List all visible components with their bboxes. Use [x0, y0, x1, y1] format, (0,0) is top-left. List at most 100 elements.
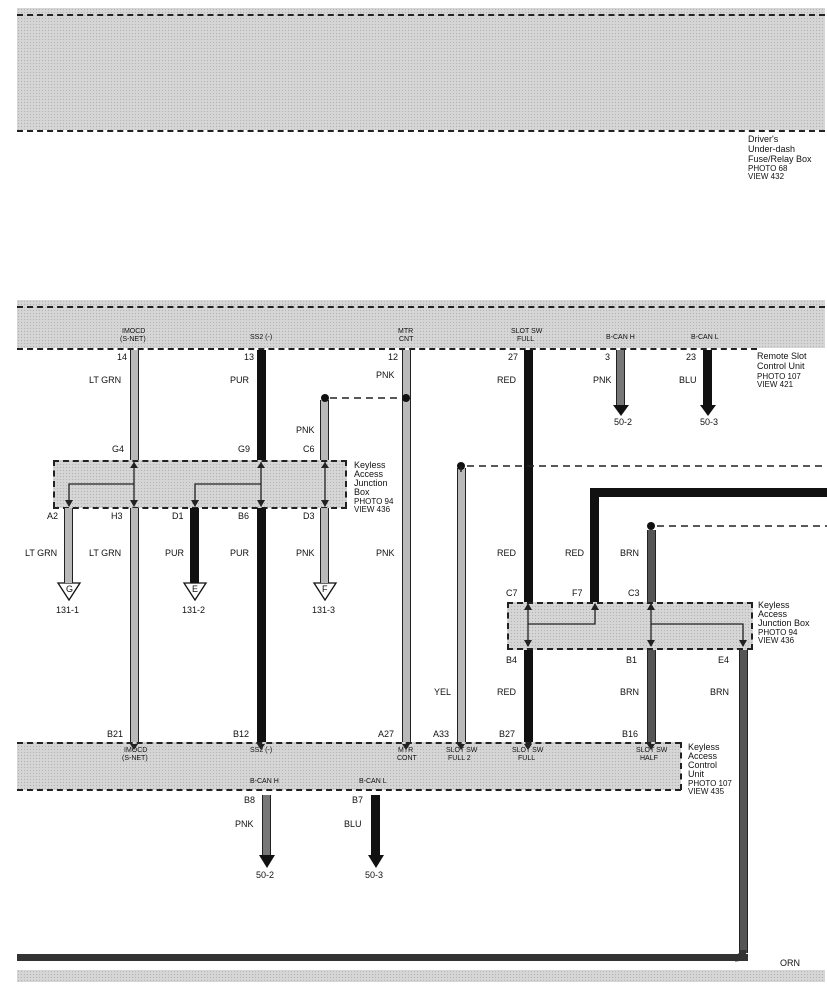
rs-term-slotsw: SLOT SW — [511, 328, 543, 335]
wire-blu-b7 — [371, 795, 380, 855]
wire-color-red-f7: RED — [565, 548, 585, 558]
wire-color-blu-bcanl: BLU — [679, 375, 697, 385]
remote-slot-control-unit — [17, 300, 825, 348]
kacu-term-slotsw-full: SLOT SW — [512, 747, 544, 754]
kajb1-title-3: Junction — [354, 478, 388, 488]
ref-131-3: 131-3 — [312, 605, 336, 615]
wire-color-pnk-bcanh: PNK — [593, 375, 612, 385]
kajb1-pin-c6: C6 — [303, 444, 315, 454]
kacu-title-2: Access — [688, 751, 718, 761]
wire-color-pur-top: PUR — [230, 375, 250, 385]
kajb1-border-bottom — [53, 507, 347, 509]
fuse-box-title-2: Under-dash — [748, 144, 796, 154]
wire-color-yel: YEL — [434, 687, 452, 697]
kajb2-pin-f7: F7 — [572, 588, 583, 598]
kacu-term-mtr: MTR — [398, 747, 414, 754]
kajb2-pin-c3: C3 — [628, 588, 640, 598]
wire-color-red-top: RED — [497, 375, 517, 385]
splice-dot-icon — [402, 394, 410, 402]
kacu-view: VIEW 435 — [688, 787, 725, 796]
wire-ltgrn-h3-b21 — [130, 508, 139, 742]
kacu-pin-b7: B7 — [352, 795, 364, 805]
wire-pur-13-g9 — [257, 350, 266, 460]
kacu-pin-b21: B21 — [107, 729, 124, 739]
kacu-term-slotsw-half: SLOT SW — [636, 747, 668, 754]
arrow-down-icon — [613, 405, 629, 416]
wire-yel-a33 — [457, 468, 466, 742]
kajb2-arrowheads — [524, 603, 747, 647]
kajb1-arrowheads — [65, 462, 329, 507]
rs-term-ss2: SS2 (-) — [250, 334, 273, 341]
connector-e-label: E — [192, 584, 199, 594]
fuse-box-border-top — [17, 14, 825, 16]
rs-term-full: FULL — [517, 336, 535, 343]
connector-g-icon — [56, 582, 82, 602]
fuse-box-view: VIEW 432 — [748, 172, 785, 181]
rs-pin-27: 27 — [508, 352, 519, 362]
kacu-pin-b12: B12 — [233, 729, 250, 739]
remote-slot-photo: PHOTO 107 — [757, 372, 801, 381]
wire-color-pnk-mtr: PNK — [376, 548, 395, 558]
kacu-title-4: Unit — [688, 769, 705, 779]
rs-pin-3: 3 — [605, 352, 611, 362]
wire-brn-c3 — [647, 530, 656, 602]
fuse-box-title-3: Fuse/Relay Box — [748, 154, 812, 164]
wire-color-red-c7: RED — [497, 548, 517, 558]
wire-orn-bottom — [17, 954, 748, 961]
wire-color-orn: ORN — [780, 958, 800, 968]
kacu-term-slotsw-full2: SLOT SW — [446, 747, 478, 754]
fuse-box-title-1: Driver's — [748, 134, 779, 144]
kajb1-border-left — [53, 460, 55, 508]
wire-red-b4-b27 — [524, 650, 533, 742]
rs-term-bcanh: B-CAN H — [606, 334, 635, 341]
rs-term-imocd: IMOCD — [122, 328, 146, 335]
wire-red-f7 — [590, 488, 599, 602]
kajb1-pin-h3: H3 — [111, 511, 123, 521]
kacu-term-imocd: IMOCD — [124, 747, 148, 754]
kacu-term-ss2: SS2 (-) — [250, 747, 273, 754]
kajb2-border-left — [507, 602, 509, 650]
wire-color-pnk-c6: PNK — [296, 425, 315, 435]
connector-f-label: F — [322, 584, 328, 594]
kajb2-pin-c7: C7 — [506, 588, 518, 598]
wire-pur-b6-b12 — [257, 508, 266, 742]
connector-e-icon — [182, 582, 208, 602]
remote-slot-title-1: Remote Slot — [757, 351, 807, 361]
wire-brn-e4 — [739, 650, 748, 953]
kacu-pin-a27: A27 — [378, 729, 395, 739]
kacu-title-3: Control — [688, 760, 718, 770]
kacu-term-bcanl: B-CAN L — [359, 778, 387, 785]
kacu-ref-50-2: 50-2 — [256, 870, 275, 880]
kajb1-border-top — [53, 460, 347, 462]
kacu-border-top — [17, 742, 681, 744]
kacu-pin-b27: B27 — [499, 729, 516, 739]
wire-ltgrn-14-g4 — [130, 350, 139, 460]
wire-color-ltgrn-h3: LT GRN — [89, 548, 122, 558]
fuse-box-photo: PHOTO 68 — [748, 164, 788, 173]
bottom-harness-bar — [17, 970, 825, 982]
wire-color-brn-e4: BRN — [710, 687, 730, 697]
kacu-term-cont: CONT — [397, 755, 417, 762]
remote-slot-border-top — [17, 306, 825, 308]
kacu-term-bcanh: B-CAN H — [250, 778, 279, 785]
kajb1-title-4: Box — [354, 487, 370, 497]
wire-color-pnk-b8: PNK — [235, 819, 254, 829]
wire-color-red-b4: RED — [497, 687, 517, 697]
kajb1-photo: PHOTO 94 — [354, 497, 394, 506]
wire-color-pur-d1: PUR — [165, 548, 185, 558]
kacu-term-snet: (S-NET) — [122, 755, 148, 762]
kacu-arrowheads — [130, 744, 655, 750]
kacu-term-full: FULL — [518, 755, 536, 762]
kajb2-photo: PHOTO 94 — [758, 628, 798, 637]
keyless-access-control-unit — [17, 742, 681, 790]
rs-pin-12: 12 — [388, 352, 399, 362]
wire-pnk-c6 — [320, 400, 329, 460]
kajb2-internal — [527, 604, 744, 646]
wire-color-ltgrn-top: LT GRN — [89, 375, 122, 385]
kacu-term-half: HALF — [640, 755, 658, 762]
fuse-relay-box — [17, 8, 825, 130]
arrow-down-icon — [700, 405, 716, 416]
wire-blu-bcanl-top — [703, 350, 712, 406]
kajb2-pin-b1: B1 — [626, 655, 638, 665]
